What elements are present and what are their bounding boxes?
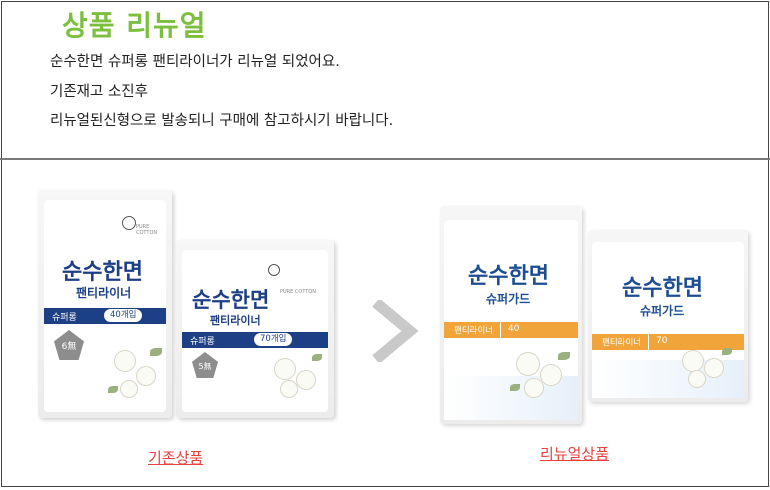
leaf-icon xyxy=(150,348,162,356)
count-pill: 70개입 xyxy=(254,333,293,346)
leaf-icon xyxy=(510,384,520,391)
cotton-icon xyxy=(274,358,296,380)
cotton-icon xyxy=(280,380,298,398)
cotton-icon xyxy=(136,366,156,386)
brand-name: 순수한면 xyxy=(192,288,270,312)
brand-name: 순수한면 xyxy=(622,276,703,301)
type-label: 슈퍼롱 xyxy=(190,337,215,347)
brand-name: 순수한면 xyxy=(62,260,143,285)
old-package-large: PURE COTTON 순수한면 팬티라이너 슈퍼롱 40개입 6無 xyxy=(38,190,172,418)
cotton-seal-icon xyxy=(268,264,280,276)
band-label: 팬티라이너 xyxy=(602,338,642,348)
notice-line-2: 기존재고 소진후 xyxy=(50,84,148,100)
count-label: 70 xyxy=(656,336,668,346)
product-subtitle: 팬티라이너 xyxy=(76,286,132,300)
cotton-icon xyxy=(682,350,704,372)
old-product-caption: 기존상품 xyxy=(148,449,204,467)
leaf-icon xyxy=(312,354,322,361)
notice-line-1: 순수한면 슈퍼롱 팬티라이너가 리뉴얼 되었어요. xyxy=(50,54,340,70)
cotton-icon xyxy=(704,358,724,378)
notice-panel xyxy=(1,1,769,159)
cotton-seal-icon xyxy=(122,216,136,230)
new-package-large: 순수한면 슈퍼가드 팬티라이너 40 xyxy=(440,206,582,424)
type-band xyxy=(592,334,744,350)
cotton-icon xyxy=(114,350,136,372)
cotton-icon xyxy=(296,370,316,390)
cotton-icon xyxy=(120,380,138,398)
band-label: 팬티라이너 xyxy=(454,326,494,336)
product-subtitle: 슈퍼가드 xyxy=(486,292,531,306)
arrow-right-icon xyxy=(372,300,419,362)
cotton-icon xyxy=(516,352,540,376)
old-package-small: PURE COTTON 순수한면 팬티라이너 슈퍼롱 70개입 5無 xyxy=(176,240,334,418)
leaf-icon xyxy=(108,386,118,393)
product-comparison-panel xyxy=(1,160,769,487)
product-subtitle: 팬티라이너 xyxy=(210,314,261,327)
brand-name: 순수한면 xyxy=(468,264,549,289)
new-product-caption: 리뉴얼상품 xyxy=(540,445,610,463)
cotton-icon xyxy=(688,370,706,388)
cotton-label: PURE COTTON xyxy=(136,224,158,236)
notice-line-3: 리뉴얼된신형으로 발송되니 구매에 참고하시기 바랍니다. xyxy=(50,113,394,129)
cotton-icon xyxy=(524,378,544,398)
type-band xyxy=(444,322,578,338)
leaf-icon xyxy=(722,348,732,355)
type-label: 슈퍼롱 xyxy=(52,313,77,323)
section-divider xyxy=(0,158,770,160)
count-pill: 40개입 xyxy=(104,309,143,322)
cotton-label: PURE COTTON xyxy=(280,289,317,295)
count-label: 40 xyxy=(508,324,520,334)
product-subtitle: 슈퍼가드 xyxy=(640,304,685,318)
notice-title: 상품 리뉴얼 xyxy=(62,9,207,42)
new-package-small: 순수한면 슈퍼가드 팬티라이너 70 xyxy=(588,230,748,402)
cotton-icon xyxy=(540,364,562,386)
leaf-icon xyxy=(558,352,570,360)
